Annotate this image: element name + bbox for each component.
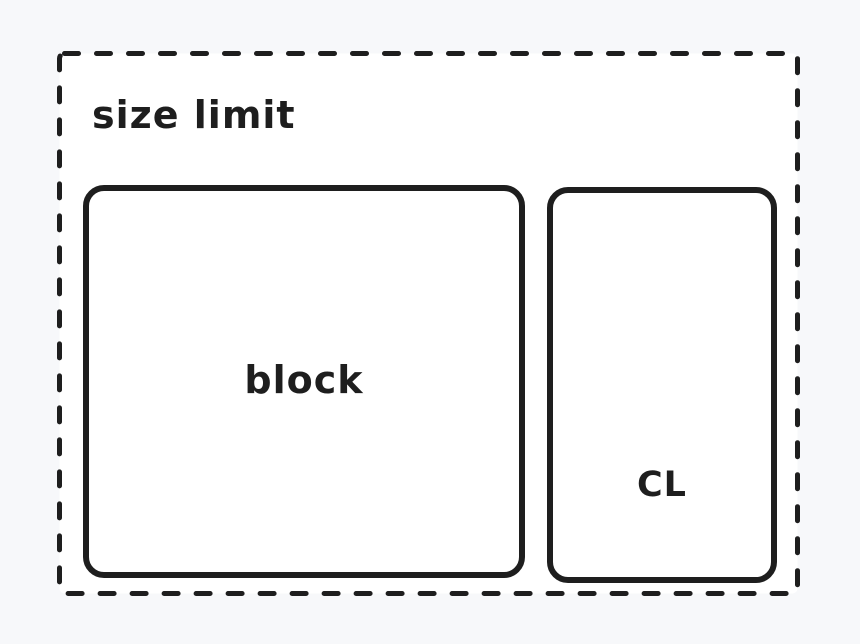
block-box-rect: [83, 185, 525, 578]
cl-data-box-rect: [547, 187, 777, 583]
size-limit-label: size limit: [92, 93, 296, 137]
cl-data-label-line1: CL: [637, 465, 687, 505]
block-label: block: [244, 358, 364, 402]
cl-data-label: CL data: [547, 325, 777, 644]
